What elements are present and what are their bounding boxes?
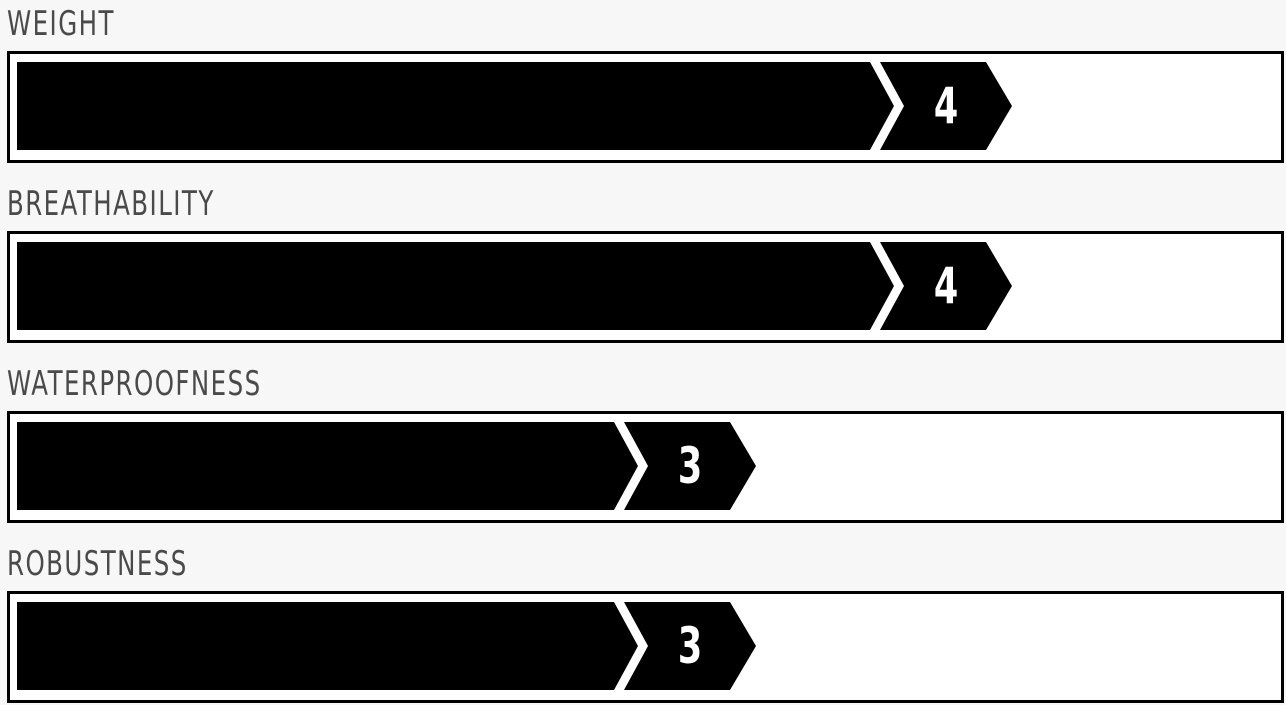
rating-bar [17,422,756,510]
rating-value: 3 [677,437,703,495]
rating-bar-track: 3 [7,591,1284,703]
rating-label: WATERPROOFNESS [7,364,262,404]
rating-bar-track: 4 [7,51,1284,163]
rating-bar [17,602,756,690]
rating-bar [17,62,1012,150]
rating-label: BREATHABILITY [7,184,215,224]
rating-value: 3 [677,617,703,675]
rating-value: 4 [933,257,959,315]
rating-bar-track: 3 [7,411,1284,523]
rating-label: WEIGHT [7,4,115,44]
rating-bar-track: 4 [7,231,1284,343]
rating-value: 4 [933,77,959,135]
rating-label: ROBUSTNESS [7,544,188,584]
rating-bar [17,242,1012,330]
